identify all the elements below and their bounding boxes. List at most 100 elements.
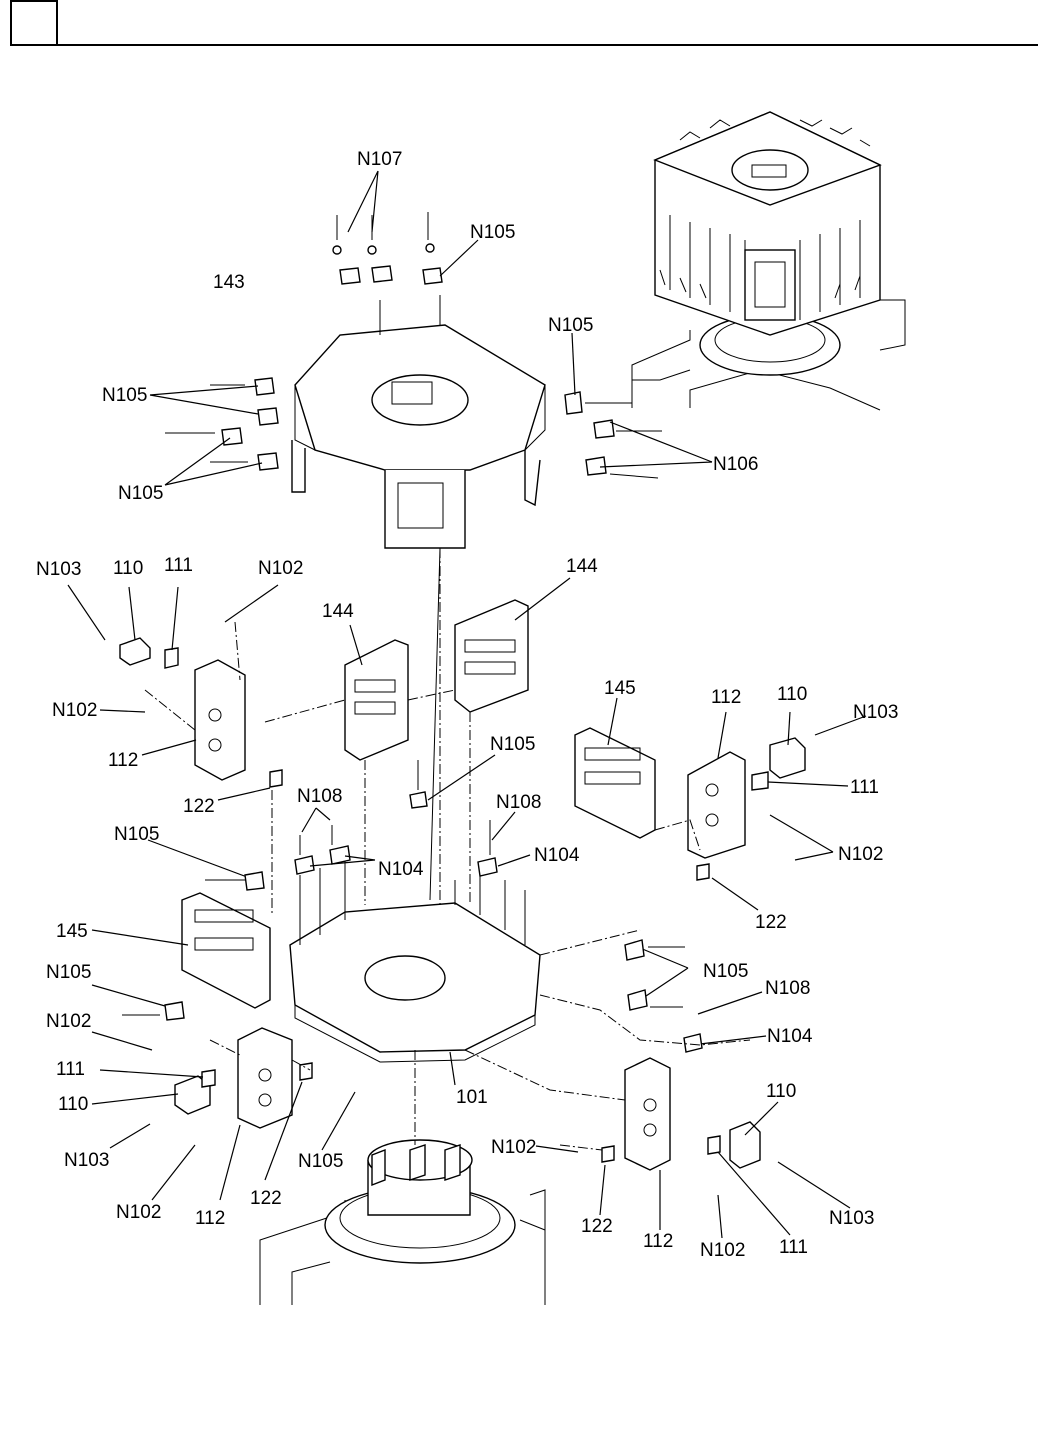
label-122-left-lower: 122	[250, 1188, 282, 1209]
p111-right-upper-leader	[768, 782, 848, 786]
assembled-unit-illustration	[632, 112, 905, 410]
label-n103-right-lower: N103	[829, 1208, 874, 1229]
rotary-base-illustration	[260, 1050, 545, 1305]
label-111-left-lower: 111	[56, 1059, 85, 1080]
n102-left-mid-leader	[100, 710, 145, 712]
label-110-upper-left: 110	[113, 558, 143, 579]
label-n103-right-upper: N103	[853, 702, 898, 723]
label-122-left-upper: 122	[183, 796, 215, 817]
label-112-right-upper: 112	[711, 687, 741, 708]
label-n107: N107	[357, 149, 402, 170]
label-112-left-upper: 112	[108, 750, 138, 771]
part-143-top-plate	[292, 295, 545, 548]
p122-right-upper-leader	[712, 878, 758, 910]
label-n102-right-lower: N102	[491, 1137, 536, 1158]
n108-center-leader	[302, 808, 330, 832]
p101-leader	[450, 1052, 455, 1085]
label-111-right-upper: 111	[850, 777, 879, 798]
label-122-right-upper: 122	[755, 912, 787, 933]
label-n108-center: N108	[297, 786, 342, 807]
label-110-left-lower: 110	[58, 1094, 88, 1115]
label-n105-top: N105	[470, 222, 515, 243]
label-n106: N106	[713, 454, 758, 475]
n104-right-leader	[498, 855, 530, 866]
label-n102-left-bottom: N102	[116, 1202, 161, 1223]
label-n105-left-mid: N105	[114, 824, 159, 845]
label-n102-upper-left: N102	[258, 558, 303, 579]
lower-right-clamps	[625, 940, 702, 1052]
p110-right-lower-leader	[745, 1102, 778, 1135]
p145-right-leader	[608, 698, 617, 745]
n107-leader	[348, 171, 378, 232]
label-111-right-lower: 111	[779, 1237, 808, 1258]
top-screw-set	[333, 212, 442, 284]
label-n103-upper-left: N103	[36, 559, 81, 580]
n105-center-leader	[428, 755, 495, 800]
label-143: 143	[213, 272, 245, 293]
p122-right-lower-leader	[600, 1165, 605, 1215]
p110-left-lower-leader	[92, 1094, 178, 1104]
label-n108-right: N108	[496, 792, 541, 813]
p111-left-lower-leader	[100, 1070, 203, 1077]
p112-left-upper-leader	[142, 740, 196, 755]
label-n105-right-lower: N105	[703, 961, 748, 982]
label-n104-center: N104	[378, 859, 424, 880]
n104-right-lower-leader	[700, 1036, 766, 1044]
n102-left-bottom-leader	[152, 1145, 195, 1200]
label-112-right-lower: 112	[643, 1231, 673, 1252]
label-n104-right: N104	[534, 845, 580, 866]
n105-left-lower-leader2	[92, 985, 165, 1006]
n108-right-leader	[492, 812, 515, 840]
label-n102-left-mid: N102	[52, 700, 97, 721]
label-112-left-lower: 112	[195, 1208, 225, 1229]
label-111-upper-left: 111	[164, 555, 193, 576]
assembly-lines	[145, 548, 750, 1150]
label-n103-left-lower: N103	[64, 1150, 109, 1171]
n102-right-lower-leader	[536, 1146, 578, 1152]
n105-top-leader	[440, 240, 478, 276]
part-112-right-lower-bracket	[602, 1058, 760, 1170]
label-n105-center: N105	[490, 734, 535, 755]
n106-leader	[600, 422, 712, 467]
label-145-left: 145	[56, 921, 88, 942]
label-n105-left-lower2: N105	[46, 962, 91, 983]
n105-left-upper-leader	[150, 386, 258, 414]
n105-right-leader	[572, 333, 575, 395]
n102-left-lower-leader	[92, 1032, 152, 1050]
n103-left-lower-leader	[110, 1124, 150, 1148]
n102-right-upper-leader	[770, 815, 833, 860]
n105-right-lower-leader	[640, 948, 688, 1000]
p145-left-leader	[92, 930, 188, 945]
part-112-right-upper-bracket	[688, 738, 805, 880]
label-n105-bottom: N105	[298, 1151, 343, 1172]
n102-right-bottom-leader	[718, 1195, 722, 1238]
p111-left-upper-leader	[172, 587, 178, 650]
p112-left-lower-leader	[220, 1125, 240, 1200]
part-145-right-plate	[575, 728, 655, 838]
label-110-right-upper: 110	[777, 684, 807, 705]
label-110-right-lower: 110	[766, 1081, 796, 1102]
label-n108-right-lower: N108	[765, 978, 810, 999]
part-145-left-plate	[182, 893, 270, 1008]
label-144-left: 144	[322, 601, 354, 622]
label-101: 101	[456, 1087, 488, 1108]
p144-right-leader	[515, 578, 570, 620]
p111-right-lower-leader	[718, 1152, 790, 1235]
n102-left-upper-leader	[225, 585, 278, 622]
n108-right-lower-leader	[698, 992, 762, 1014]
n105-left-mid-leader	[148, 840, 255, 880]
label-144-right: 144	[566, 556, 598, 577]
label-n102-right-bottom: N102	[700, 1240, 745, 1261]
label-n102-right-upper: N102	[838, 844, 883, 865]
p112-right-upper-leader	[718, 712, 726, 758]
p122-left-upper-leader	[218, 788, 270, 800]
n103-right-lower-leader	[778, 1162, 850, 1208]
label-n104-right-lower: N104	[767, 1026, 813, 1047]
n105-bottom-leader	[322, 1092, 355, 1150]
label-n102-left-lower: N102	[46, 1011, 91, 1032]
label-n105-right: N105	[548, 315, 593, 336]
label-n105-left-upper: N105	[102, 385, 147, 406]
label-n105-left-lower: N105	[118, 483, 163, 504]
label-122-right-lower: 122	[581, 1216, 613, 1237]
